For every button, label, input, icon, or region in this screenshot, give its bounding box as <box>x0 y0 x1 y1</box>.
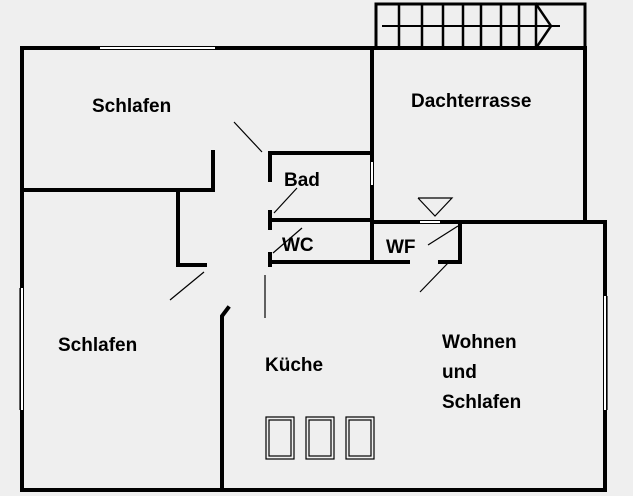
doors <box>169 121 459 318</box>
room-label-schlafen-top: Schlafen <box>92 96 171 117</box>
kitchen-counters <box>265 416 375 460</box>
room-label-dachterrasse: Dachterrasse <box>411 91 531 112</box>
room-label-schlafen-right: Schlafen <box>442 392 521 413</box>
room-label-kueche: Küche <box>265 355 323 376</box>
staircase <box>374 2 587 50</box>
room-label-wf: WF <box>386 237 416 258</box>
room-label-wc: WC <box>282 235 314 256</box>
room-label-bad: Bad <box>284 170 320 191</box>
windows <box>19 47 608 410</box>
room-label-schlafen-left: Schlafen <box>58 335 137 356</box>
room-label-und: und <box>442 362 477 383</box>
room-label-wohnen: Wohnen <box>442 332 517 353</box>
